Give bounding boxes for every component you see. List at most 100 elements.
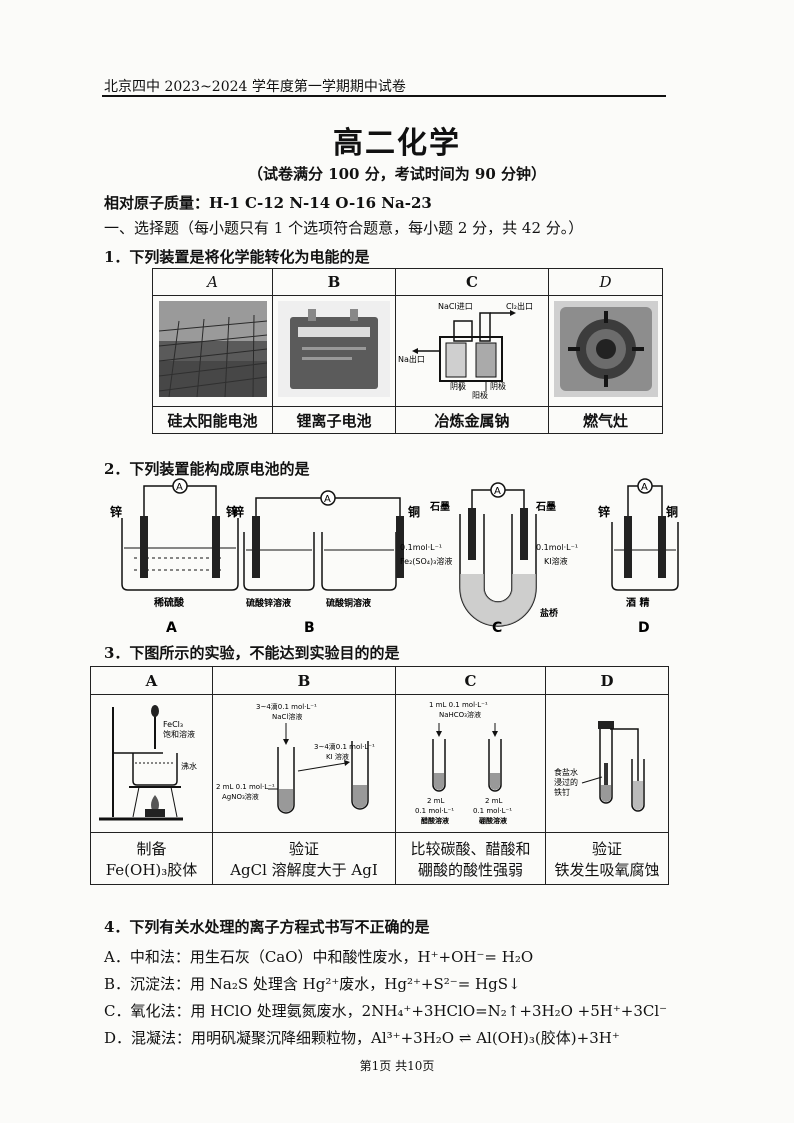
q3-diagram-d-cell: 食盐水 浸过的 铁钉 [545,694,669,833]
q1-diagram-electrolysis: NaCl进口 Cl₂出口 Na出口 阴极 阴极 阳极 [395,295,549,407]
q3-diagram-c: 1 mL 0.1 mol·L⁻¹ NaHCO₃溶液 2 mL 0.1 mol·L… [415,701,512,825]
q1-label-b: 锂离子电池 [272,406,396,434]
q3-c-sol-2: 硼酸溶液 [478,816,508,825]
q2-a-right-electrode: 锌 [226,504,238,519]
q2-c-right-conc: 0.1mol·L⁻¹ [536,543,578,552]
q3-diagram-d: 食盐水 浸过的 铁钉 [554,720,645,812]
gas-stove-image [553,301,658,397]
q1-anode-label: 阳极 [472,390,488,399]
q2-d-ammeter: A [641,482,648,493]
q3-purpose-a-line1: 制备 [136,839,167,858]
q2-c-left-electrode: 石墨 [429,501,450,513]
q3-purpose-b: 验证 AgCl 溶解度大于 AgI [212,832,396,885]
q3-a-fecl3: FeCl₃ [163,720,183,729]
q3-purpose-b-line1: 验证 [288,839,319,858]
exam-header: 北京四中 2023~2024 学年度第一学期期中试卷 [104,79,406,95]
q2-setup-b: A 锌 铜 硫酸锌溶液 硫酸铜溶液 B [232,490,420,636]
q2-stem: 2．下列装置能构成原电池的是 [104,460,310,478]
lithium-battery-image [278,301,390,397]
q1-photo-battery [272,295,396,407]
q3-c-vol-1: 2 mL [427,797,444,805]
q2-b-ammeter: A [324,494,331,505]
q3-letter-d: D [545,666,669,695]
q2-d-letter: D [638,620,650,636]
q1-stem: 1．下列装置是将化学能转化为电能的是 [104,248,370,266]
q3-c-top2: NaHCO₃溶液 [439,710,481,719]
q3-b-drop2: 3~4滴0.1 mol·L⁻¹ [314,742,375,751]
electrolysis-cell-diagram: NaCl进口 Cl₂出口 Na出口 阴极 阴极 阳极 [398,301,533,400]
q4-stem: 4．下列有关水处理的离子方程式书写不正确的是 [104,918,430,936]
q2-c-left-conc: 0.1mol·L⁻¹ [400,543,442,552]
q4-option-b: B．沉淀法：用 Na₂S 处理含 Hg²⁺废水，Hg²⁺+S²⁻= HgS↓ [104,975,521,993]
q1-cathode-label-1: 阴极 [450,381,466,391]
q3-c-top1: 1 mL 0.1 mol·L⁻¹ [429,701,488,709]
q1-cathode-label-2: 阴极 [490,381,506,391]
q2-d-left-electrode: 锌 [598,504,610,519]
q1-label-d: 燃气灶 [548,406,663,434]
q2-c-salt-bridge: 盐桥 [540,607,559,619]
q3-c-conc-2: 0.1 mol·L⁻¹ [473,807,512,815]
q2-a-ammeter: A [176,482,183,493]
q1-letter-b: B [272,268,396,296]
q1-cl2-outlet-label: Cl₂出口 [506,301,533,311]
page-subtitle: （试卷满分 100 分，考试时间为 90 分钟） [247,165,547,183]
q1-photo-solar [152,295,273,407]
q1-label-a: 硅太阳能电池 [152,406,273,434]
q3-table: A B C D FeCl₃ 饱和溶液 沸水 [90,666,669,885]
q3-d-label-3: 铁钉 [554,787,570,797]
q3-b-ag-volume: 2 mL 0.1 mol·L⁻¹ [216,783,275,791]
q3-b-nacl: NaCl溶液 [272,712,302,721]
q3-purpose-b-line2: AgCl 溶解度大于 AgI [230,860,378,879]
q2-setup-a: A 锌 锌 稀硫酸 A [110,478,239,636]
q3-purpose-c-line1: 比较碳酸、醋酸和 [410,839,531,858]
page-title: 高二化学 [333,126,461,161]
q2-b-solution-2: 硫酸铜溶液 [326,597,372,609]
q3-a-boiling-water: 沸水 [181,761,197,771]
q3-diagram-a-cell: FeCl₃ 饱和溶液 沸水 [90,694,213,833]
q3-diagram-b-cell: 3~4滴0.1 mol·L⁻¹ NaCl溶液 3~4滴0.1 mol·L⁻¹ K… [212,694,396,833]
q2-d-right-electrode: 铜 [666,504,678,519]
q1-label-c: 冶炼金属钠 [395,406,549,434]
q1-letter-c: C [395,268,549,296]
page-footer: 第1页 共10页 [359,1059,435,1073]
q4-option-a: A．中和法：用生石灰（CaO）中和酸性废水，H⁺+OH⁻= H₂O [104,948,534,966]
q3-stem: 3．下图所示的实验，不能达到实验目的的是 [104,644,400,662]
q2-setup-d: A 锌 铜 酒 精 D [598,478,679,636]
section-heading: 一、选择题（每小题只有 1 个选项符合题意，每小题 2 分，共 42 分。） [104,219,584,237]
q2-c-letter: C [492,620,502,636]
q2-c-left-solution: Fe₂(SO₄)₃溶液 [400,556,452,566]
q3-diagram-b: 3~4滴0.1 mol·L⁻¹ NaCl溶液 3~4滴0.1 mol·L⁻¹ K… [216,702,375,814]
q3-purpose-d-line1: 验证 [591,839,622,858]
q1-table: A B C D [152,268,663,434]
q3-letter-a: A [90,666,213,695]
q3-purpose-a-line2: Fe(OH)₃胶体 [105,860,198,879]
q3-purpose-c-line2: 硼酸的酸性强弱 [417,860,523,879]
q3-diagram-c-cell: 1 mL 0.1 mol·L⁻¹ NaHCO₃溶液 2 mL 0.1 mol·L… [395,694,546,833]
q3-b-ki: KI 溶液 [326,752,349,761]
q3-b-drop1: 3~4滴0.1 mol·L⁻¹ [256,702,317,711]
q2-a-letter: A [166,620,177,636]
q3-d-label-1: 食盐水 [554,767,578,777]
q3-c-conc-1: 0.1 mol·L⁻¹ [415,807,454,815]
solar-panel-image [158,301,267,398]
q3-letter-c: C [395,666,546,695]
q1-letter-d: D [548,268,663,296]
q3-a-saturated: 饱和溶液 [163,729,195,739]
header-rule [102,95,666,97]
q2-apparatus-figure: A 锌 锌 稀硫酸 A A 锌 铜 硫酸锌溶液 硫酸铜溶液 B A [110,478,679,636]
q2-b-right-electrode: 铜 [408,504,420,519]
q3-letter-b: B [212,666,396,695]
q2-b-letter: B [304,620,315,636]
q2-a-solution: 稀硫酸 [154,596,185,609]
q3-purpose-d: 验证 铁发生吸氧腐蚀 [545,832,669,885]
q2-c-ammeter: A [494,486,501,497]
q4-option-d: D．混凝法：用明矾凝聚沉降细颗粒物，Al³⁺+3H₂O ⇌ Al(OH)₃(胶体… [104,1029,620,1047]
q2-b-solution-1: 硫酸锌溶液 [246,597,292,609]
q4-option-c: C．氧化法：用 HClO 处理氨氮废水，2NH₄⁺+3HClO=N₂↑+3H₂O… [104,1002,668,1020]
q2-d-solution: 酒 精 [626,596,649,609]
q2-c-right-electrode: 石墨 [535,501,556,513]
q3-c-sol-1: 醋酸溶液 [421,816,450,825]
q3-c-vol-2: 2 mL [485,797,502,805]
q1-letter-a: A [152,268,273,296]
q3-purpose-c: 比较碳酸、醋酸和 硼酸的酸性强弱 [395,832,546,885]
